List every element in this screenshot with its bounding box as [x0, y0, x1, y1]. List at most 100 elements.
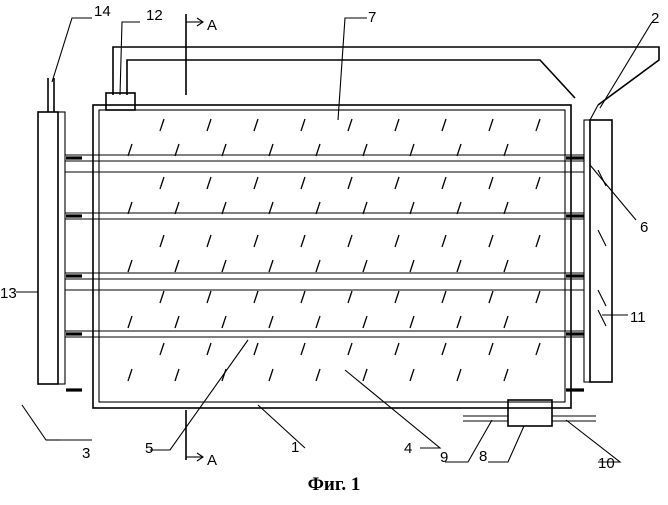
fin-r5-1	[160, 235, 164, 247]
fin-r5-6	[395, 235, 399, 247]
fin-r5-4	[301, 235, 305, 247]
figure-caption: Фиг. 1	[308, 474, 361, 495]
top-duct	[113, 47, 659, 120]
section-label-bottom: А	[207, 452, 217, 469]
fin-r3-1	[160, 177, 164, 189]
fin-r9-6	[395, 343, 399, 355]
fin-r1-6	[395, 119, 399, 131]
fin-r7-7	[442, 291, 446, 303]
fin-r8-9	[504, 316, 508, 328]
label-14: 14	[94, 3, 111, 20]
fitting-12	[106, 93, 135, 110]
fin-r10-4	[269, 369, 273, 381]
fin-r3-8	[489, 177, 493, 189]
fin-r8-6	[363, 316, 367, 328]
inlet-unit	[463, 400, 596, 426]
section-line: А А	[186, 14, 217, 469]
fin-r5-7	[442, 235, 446, 247]
fin-r2-6	[363, 144, 367, 156]
fin-r9-9	[536, 343, 540, 355]
fin-r9-4	[301, 343, 305, 355]
fin-r9-3	[254, 343, 258, 355]
label-11: 11	[630, 309, 646, 326]
fin-r1-7	[442, 119, 446, 131]
right-side-stroke-2	[598, 230, 606, 246]
fin-r2-1	[128, 144, 132, 156]
fin-r8-4	[269, 316, 273, 328]
fin-r8-7	[410, 316, 414, 328]
fin-r6-6	[363, 260, 367, 272]
fin-r7-4	[301, 291, 305, 303]
fin-r1-4	[301, 119, 305, 131]
fin-r2-9	[504, 144, 508, 156]
fin-r8-1	[128, 316, 132, 328]
fin-r10-2	[175, 369, 179, 381]
fin-r2-4	[269, 144, 273, 156]
housing-outline	[93, 105, 571, 408]
fin-r7-8	[489, 291, 493, 303]
fin-r10-7	[410, 369, 414, 381]
fin-r6-1	[128, 260, 132, 272]
fin-r2-8	[457, 144, 461, 156]
fin-r5-3	[254, 235, 258, 247]
label-4: 4	[404, 440, 412, 457]
tube-bank	[65, 119, 606, 390]
fin-r3-4	[301, 177, 305, 189]
fin-r5-5	[348, 235, 352, 247]
fin-r6-4	[269, 260, 273, 272]
fin-r9-1	[160, 343, 164, 355]
label-5: 5	[145, 440, 153, 457]
fin-r5-9	[536, 235, 540, 247]
section-label-top: А	[207, 17, 217, 34]
label-10: 10	[598, 455, 615, 472]
fin-r6-3	[222, 260, 226, 272]
fin-r3-5	[348, 177, 352, 189]
label-9: 9	[440, 449, 448, 466]
fin-r4-4	[269, 202, 273, 214]
fin-r6-5	[316, 260, 320, 272]
fin-r7-1	[160, 291, 164, 303]
fin-r10-9	[504, 369, 508, 381]
fin-r7-9	[536, 291, 540, 303]
fin-r4-1	[128, 202, 132, 214]
fin-r4-3	[222, 202, 226, 214]
right-side-stroke-3	[598, 290, 606, 306]
fin-r9-5	[348, 343, 352, 355]
fin-r4-7	[410, 202, 414, 214]
right-side-stroke-1	[598, 170, 606, 186]
fin-r3-7	[442, 177, 446, 189]
label-13: 13	[0, 285, 17, 302]
fin-r10-8	[457, 369, 461, 381]
fin-r9-8	[489, 343, 493, 355]
label-3: 3	[82, 445, 90, 462]
fin-r1-2	[207, 119, 211, 131]
right-manifold	[584, 120, 612, 382]
fin-r9-7	[442, 343, 446, 355]
fin-r6-8	[457, 260, 461, 272]
fin-r1-5	[348, 119, 352, 131]
label-8: 8	[479, 448, 487, 465]
fin-r2-5	[316, 144, 320, 156]
fin-r4-9	[504, 202, 508, 214]
label-1: 1	[291, 439, 299, 456]
label-6: 6	[640, 219, 648, 236]
fin-r2-7	[410, 144, 414, 156]
fin-r1-3	[254, 119, 258, 131]
fin-r5-8	[489, 235, 493, 247]
fin-r3-9	[536, 177, 540, 189]
fin-r1-8	[489, 119, 493, 131]
fin-r4-6	[363, 202, 367, 214]
fin-r8-5	[316, 316, 320, 328]
right-side-stroke-4	[598, 310, 606, 326]
fin-r2-3	[222, 144, 226, 156]
fin-r3-6	[395, 177, 399, 189]
fin-r3-2	[207, 177, 211, 189]
fin-r7-3	[254, 291, 258, 303]
fin-r6-7	[410, 260, 414, 272]
fin-r6-2	[175, 260, 179, 272]
fin-r9-2	[207, 343, 211, 355]
fin-r10-6	[363, 369, 367, 381]
fin-r3-3	[254, 177, 258, 189]
fin-r6-9	[504, 260, 508, 272]
